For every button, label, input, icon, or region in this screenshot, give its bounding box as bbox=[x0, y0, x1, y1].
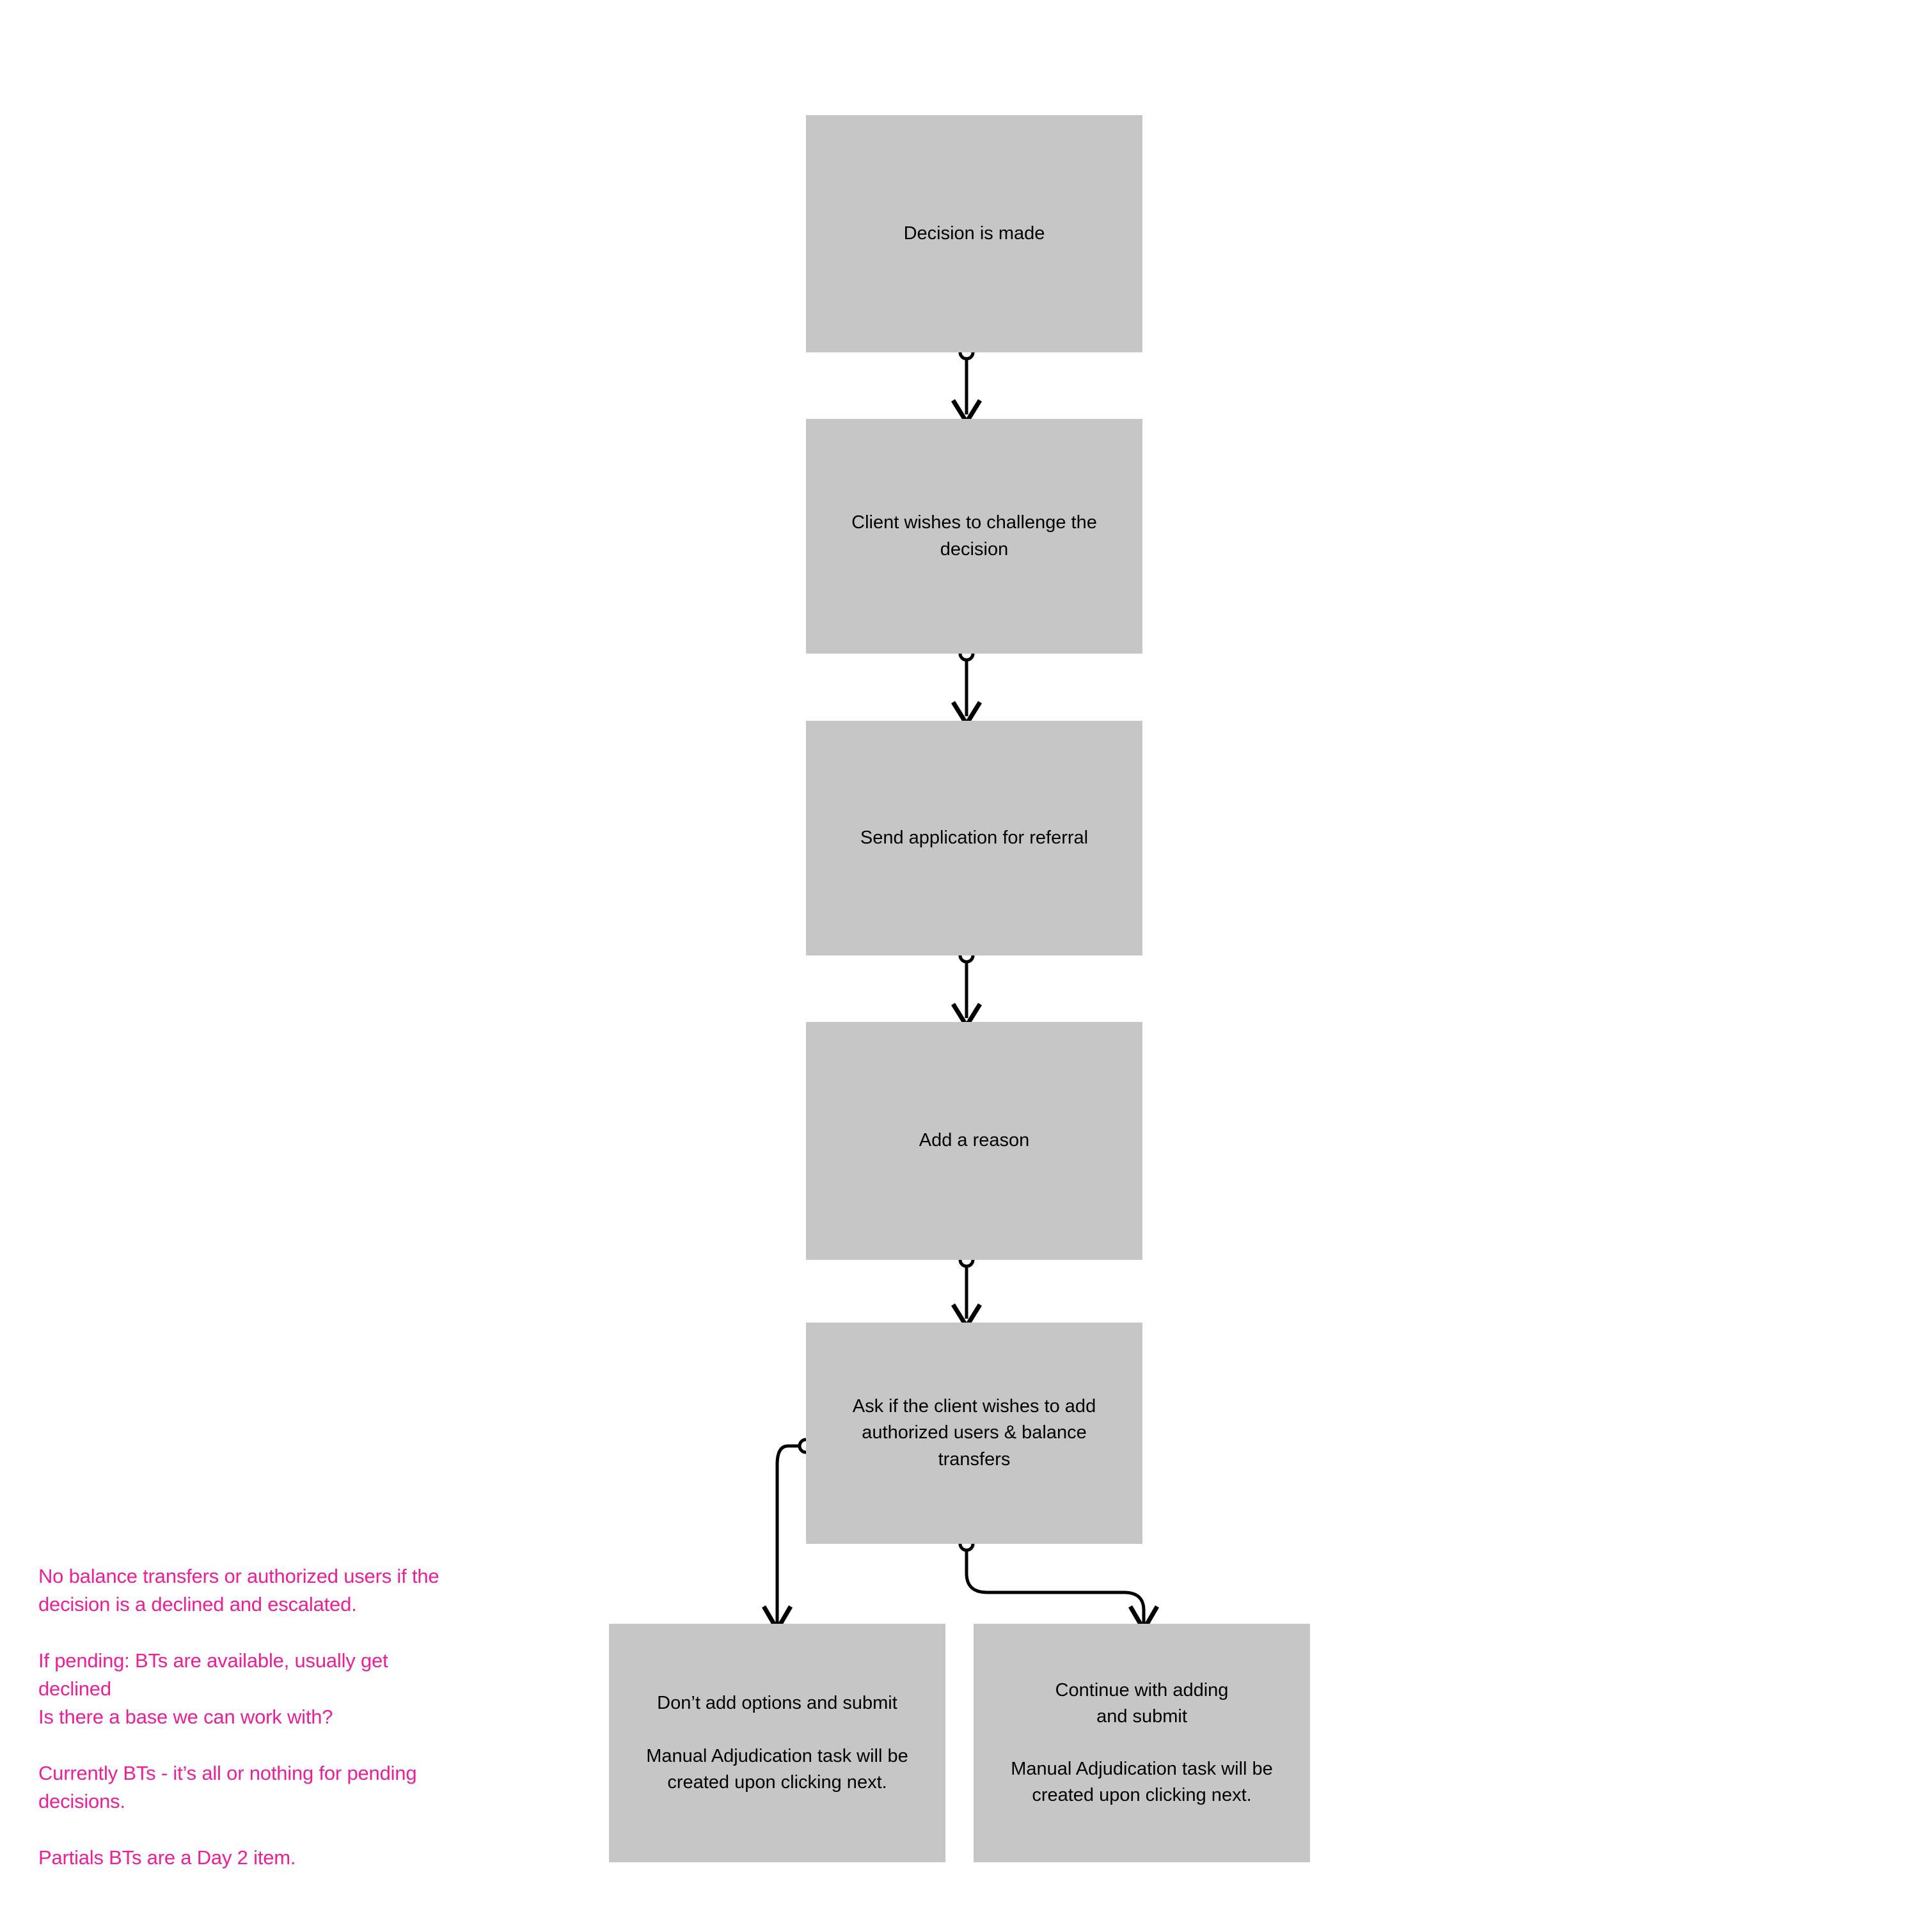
annotation-note-balance-transfers: No balance transfers or authorized users… bbox=[38, 1565, 439, 1869]
node-client-wishes-to-challenge[interactable]: Client wishes to challenge the decision bbox=[806, 419, 1142, 654]
node-continue-with-adding-and-submit[interactable]: Continue with adding and submit Manual A… bbox=[974, 1624, 1310, 1862]
edge-edge-reason-to-ask bbox=[951, 1252, 982, 1331]
node-dont-add-options-and-submit[interactable]: Don’t add options and submit Manual Adju… bbox=[609, 1624, 945, 1862]
node-decision-is-made[interactable]: Decision is made bbox=[806, 115, 1142, 352]
node-ask-authorized-users-balance-transfers[interactable]: Ask if the client wishes to add authoriz… bbox=[806, 1323, 1142, 1544]
node-label: Client wishes to challenge the decision bbox=[851, 512, 1097, 560]
edge-edge-referral-to-reason bbox=[951, 947, 982, 1030]
node-label: Decision is made bbox=[903, 223, 1045, 244]
edge-edge-ask-to-dont-add bbox=[761, 1438, 814, 1634]
node-label: Don’t add options and submit Manual Adju… bbox=[646, 1693, 908, 1793]
node-label: Ask if the client wishes to add authoriz… bbox=[852, 1396, 1096, 1470]
edge-line bbox=[775, 1444, 798, 1626]
edge-line bbox=[965, 1551, 1146, 1626]
node-label: Send application for referral bbox=[860, 827, 1089, 848]
node-send-application-for-referral[interactable]: Send application for referral bbox=[806, 721, 1142, 955]
node-label: Continue with adding and submit Manual A… bbox=[1011, 1679, 1273, 1806]
edge-edge-challenge-to-referral bbox=[951, 645, 982, 728]
edge-edge-decision-to-challenge bbox=[951, 344, 982, 427]
node-label: Add a reason bbox=[919, 1130, 1030, 1151]
node-add-a-reason[interactable]: Add a reason bbox=[806, 1022, 1142, 1260]
edge-edge-ask-to-continue bbox=[958, 1535, 1160, 1634]
